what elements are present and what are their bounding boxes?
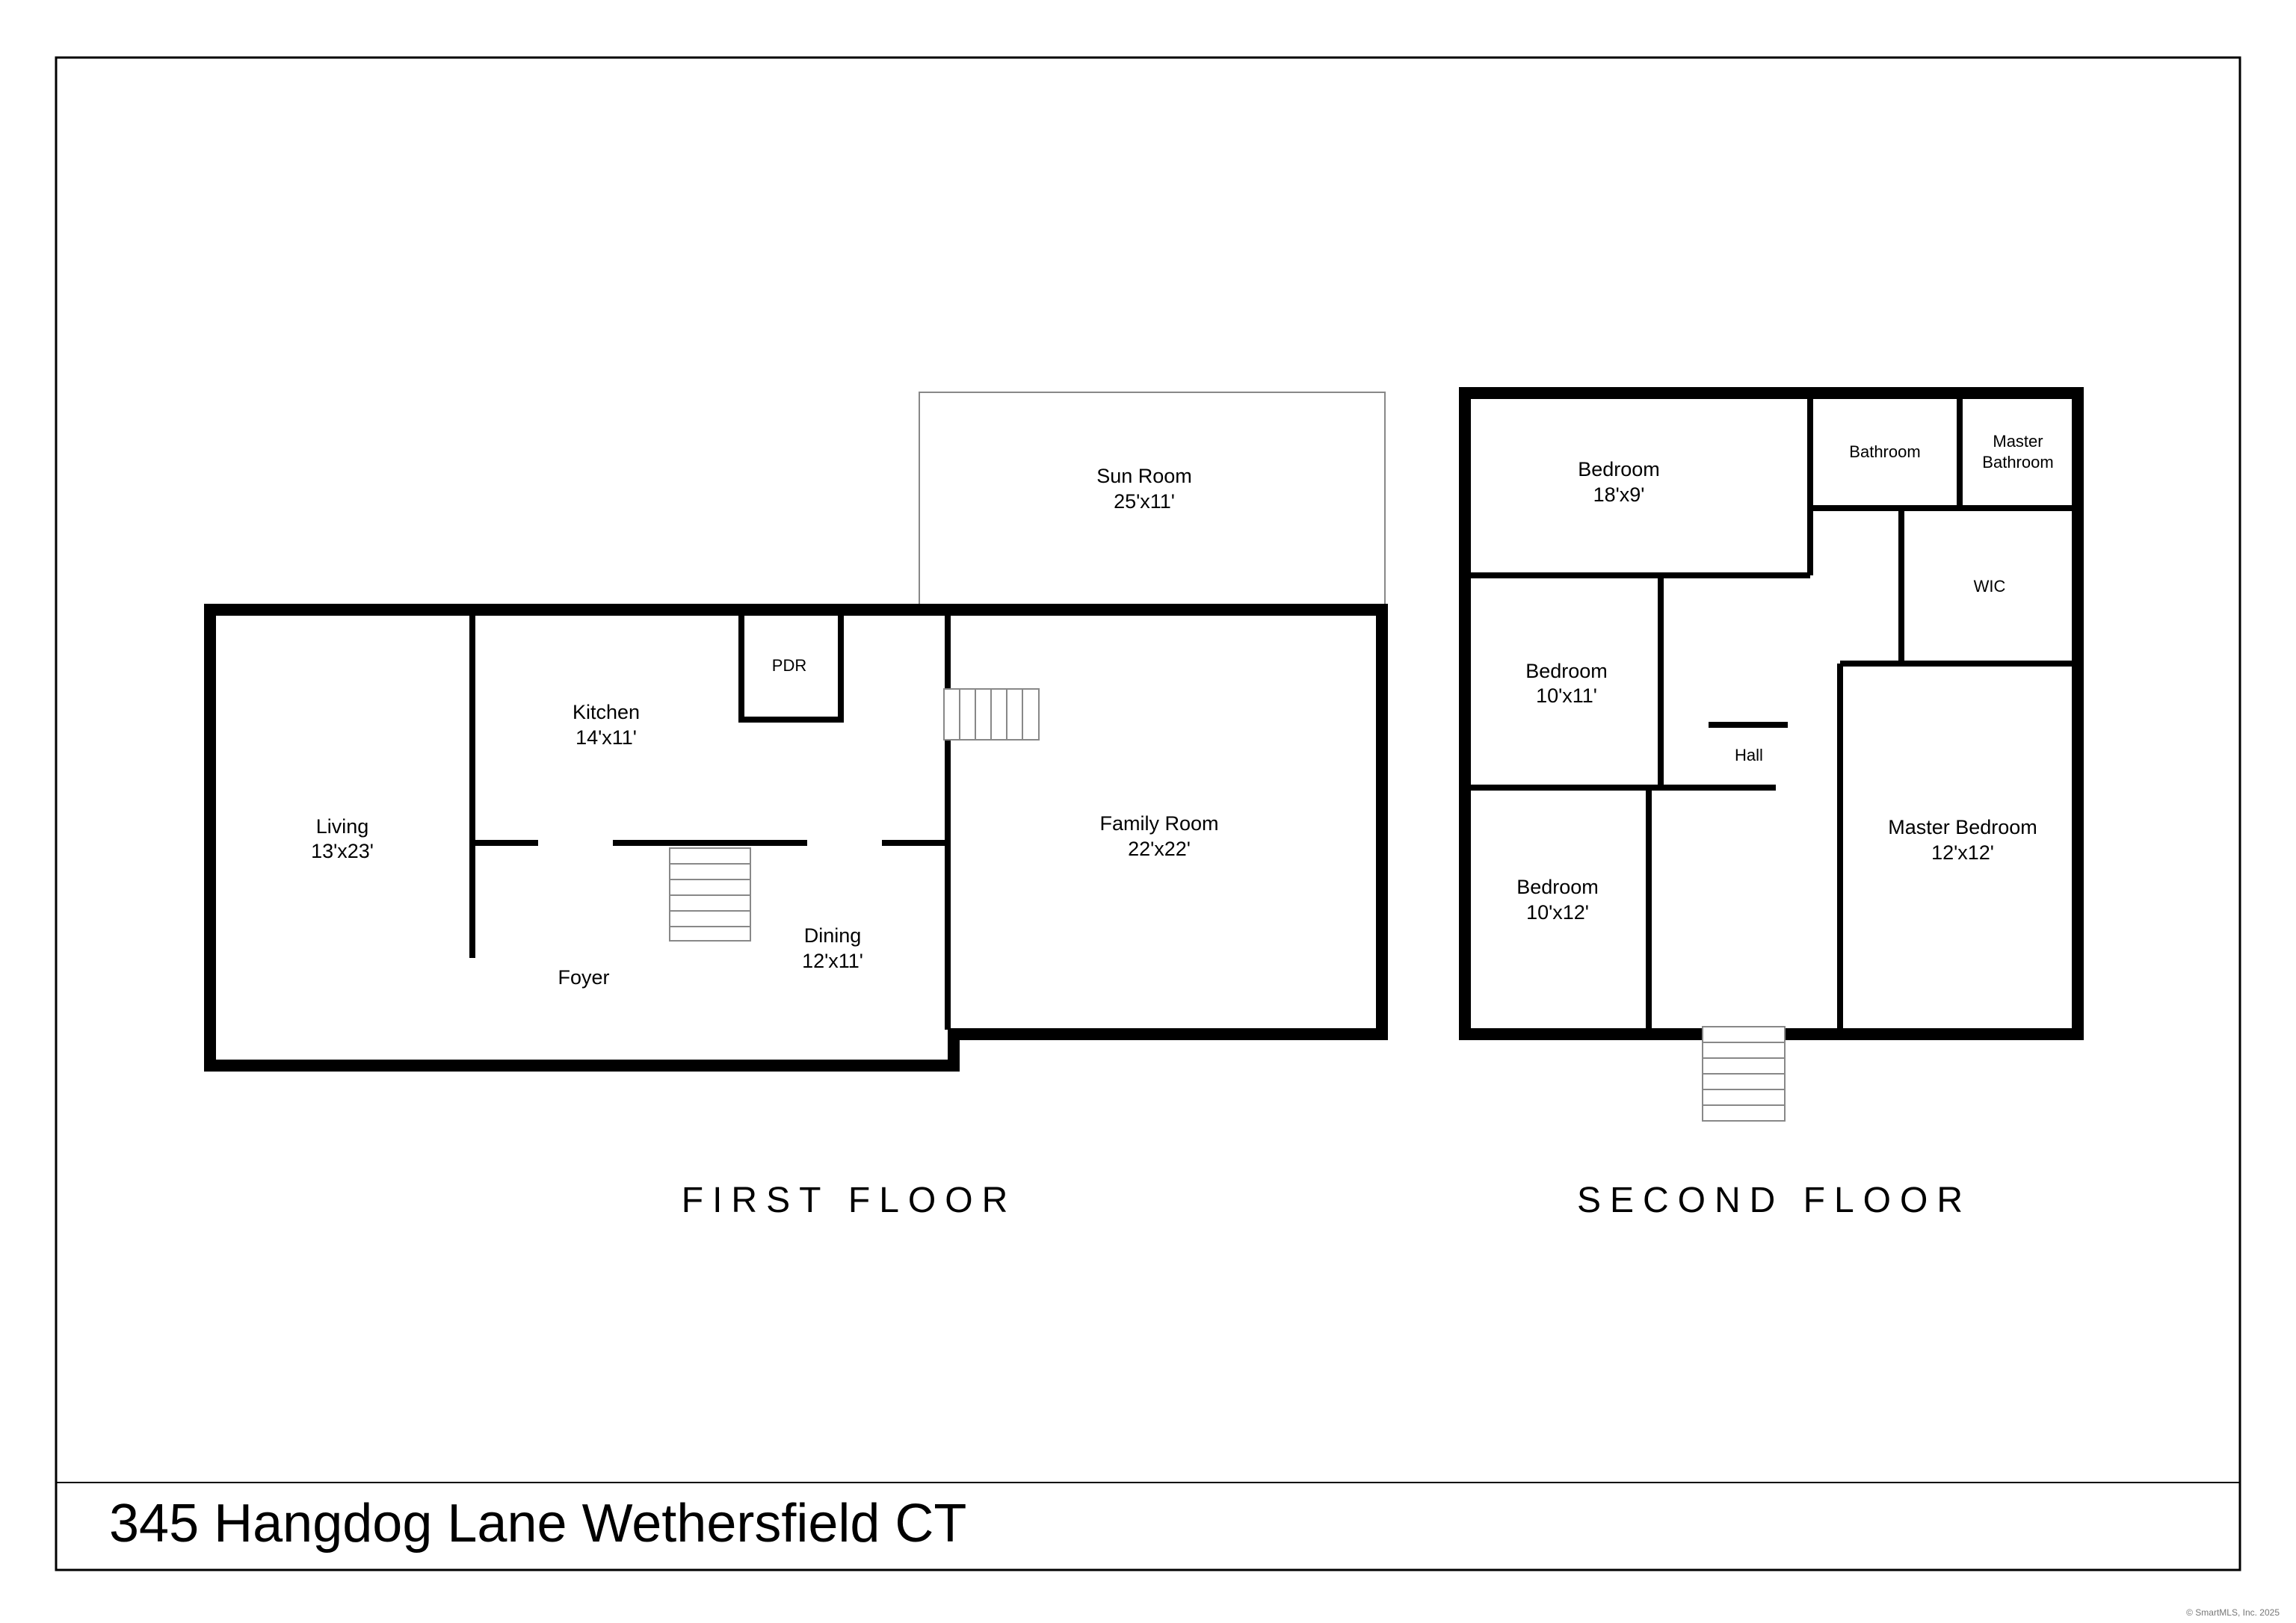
hall-name: Hall <box>1735 746 1763 764</box>
second-floor-plan: Bedroom 18'x9' Bathroom Master Bathroom … <box>1459 387 2084 1220</box>
first-floor-interior-walls <box>469 614 951 1030</box>
bedroom-1-size: 18'x9' <box>1593 483 1645 506</box>
bedroom-2-size: 10'x11' <box>1536 684 1597 707</box>
second-floor-interior-walls <box>1469 398 2073 1030</box>
first-floor-title: FIRST FLOOR <box>682 1181 1016 1220</box>
copyright-notice: © SmartMLS, Inc. 2025 <box>2186 1607 2280 1618</box>
first-floor-exterior-walls <box>204 604 1388 1072</box>
property-address: 345 Hangdog Lane Wethersfield CT <box>109 1494 966 1554</box>
pdr-name: PDR <box>772 656 806 675</box>
second-floor-stairs <box>1702 1026 1786 1122</box>
family-room-size: 22'x22' <box>1128 838 1191 860</box>
dining-name: Dining <box>804 924 862 947</box>
second-floor-title: SECOND FLOOR <box>1577 1181 1972 1220</box>
master-bathroom-name-line1: Master <box>1993 432 2043 451</box>
master-bathroom-name-line2: Bathroom <box>1982 453 2053 472</box>
first-floor-plan: Sun Room 25'x11' Living 13'x23' Kitchen … <box>204 392 1388 1220</box>
bathroom-name: Bathroom <box>1849 442 1920 461</box>
second-floor-exterior-walls <box>1459 387 2084 1040</box>
family-room-name: Family Room <box>1099 812 1218 835</box>
first-floor-stairs-down <box>669 847 751 942</box>
bedroom-2-name: Bedroom <box>1525 660 1608 682</box>
foyer-name: Foyer <box>558 966 609 989</box>
master-bedroom-size: 12'x12' <box>1931 841 1994 864</box>
dining-size: 12'x11' <box>802 950 863 972</box>
page-frame <box>55 56 2241 1571</box>
living-name: Living <box>316 815 369 838</box>
first-floor-stairs-up <box>943 688 1040 741</box>
bedroom-1-name: Bedroom <box>1578 458 1660 480</box>
master-bedroom-name: Master Bedroom <box>1888 816 2037 838</box>
sun-room-name: Sun Room <box>1096 465 1192 487</box>
kitchen-name: Kitchen <box>573 701 640 723</box>
kitchen-size: 14'x11' <box>575 726 637 749</box>
living-size: 13'x23' <box>311 840 374 862</box>
bedroom-3-size: 10'x12' <box>1526 901 1589 924</box>
sun-room-size: 25'x11' <box>1114 490 1175 513</box>
wic-name: WIC <box>1974 577 2006 596</box>
bedroom-3-name: Bedroom <box>1516 876 1599 898</box>
